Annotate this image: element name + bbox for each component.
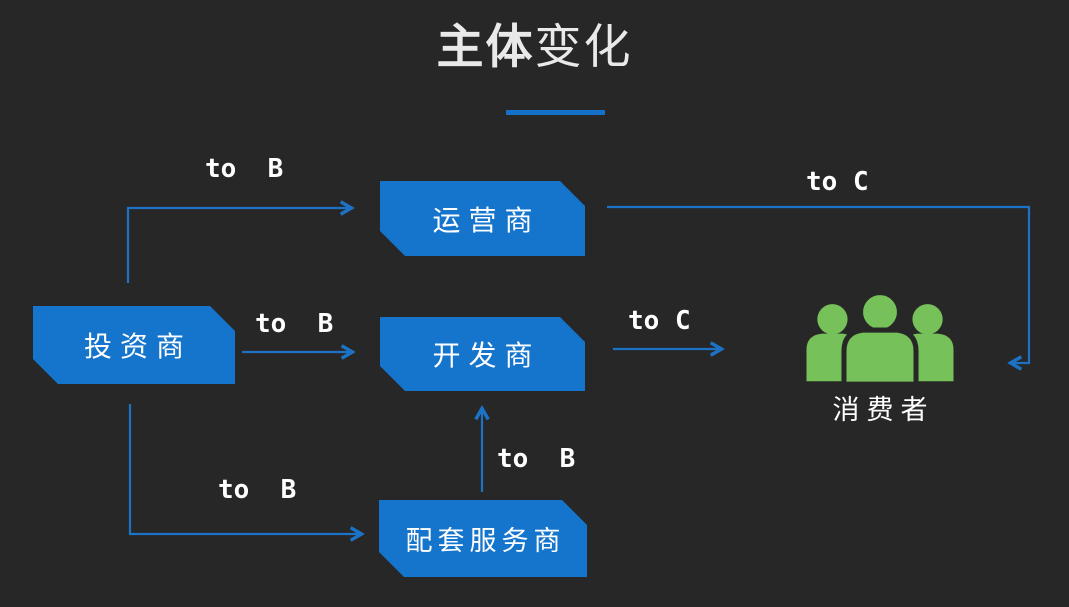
edge-operator-consumer-arrow xyxy=(607,205,1031,363)
node-developer-label: 开发商 xyxy=(432,339,541,372)
node-operator: 运营商 xyxy=(380,181,585,256)
page-title-part1: 主体 xyxy=(436,20,535,75)
node-consumer-label: 消费者 xyxy=(832,395,935,426)
title-underline xyxy=(506,110,605,115)
people-group-icon xyxy=(806,290,954,387)
edge-label-to-b-vertical: to B xyxy=(497,444,576,474)
node-developer: 开发商 xyxy=(380,317,585,391)
edge-label-to-b-top: to B xyxy=(205,154,284,184)
node-investor-label: 投资商 xyxy=(83,330,192,363)
node-service-provider-label: 配套服务商 xyxy=(405,526,566,557)
edge-label-to-c-middle: to C xyxy=(628,306,691,336)
edge-label-to-b-middle: to B xyxy=(255,309,334,339)
edge-label-to-b-bottom: to B xyxy=(218,475,297,505)
node-service-provider: 配套服务商 xyxy=(379,500,587,577)
edge-investor-service-arrow xyxy=(128,404,360,534)
page-title-part2: 变化 xyxy=(534,20,633,75)
page-title: 主体变化 xyxy=(0,20,1069,76)
edge-investor-operator-arrow xyxy=(126,208,350,283)
node-operator-label: 运营商 xyxy=(432,203,541,237)
edge-label-to-c-top: to C xyxy=(806,167,869,197)
node-investor: 投资商 xyxy=(33,306,235,384)
